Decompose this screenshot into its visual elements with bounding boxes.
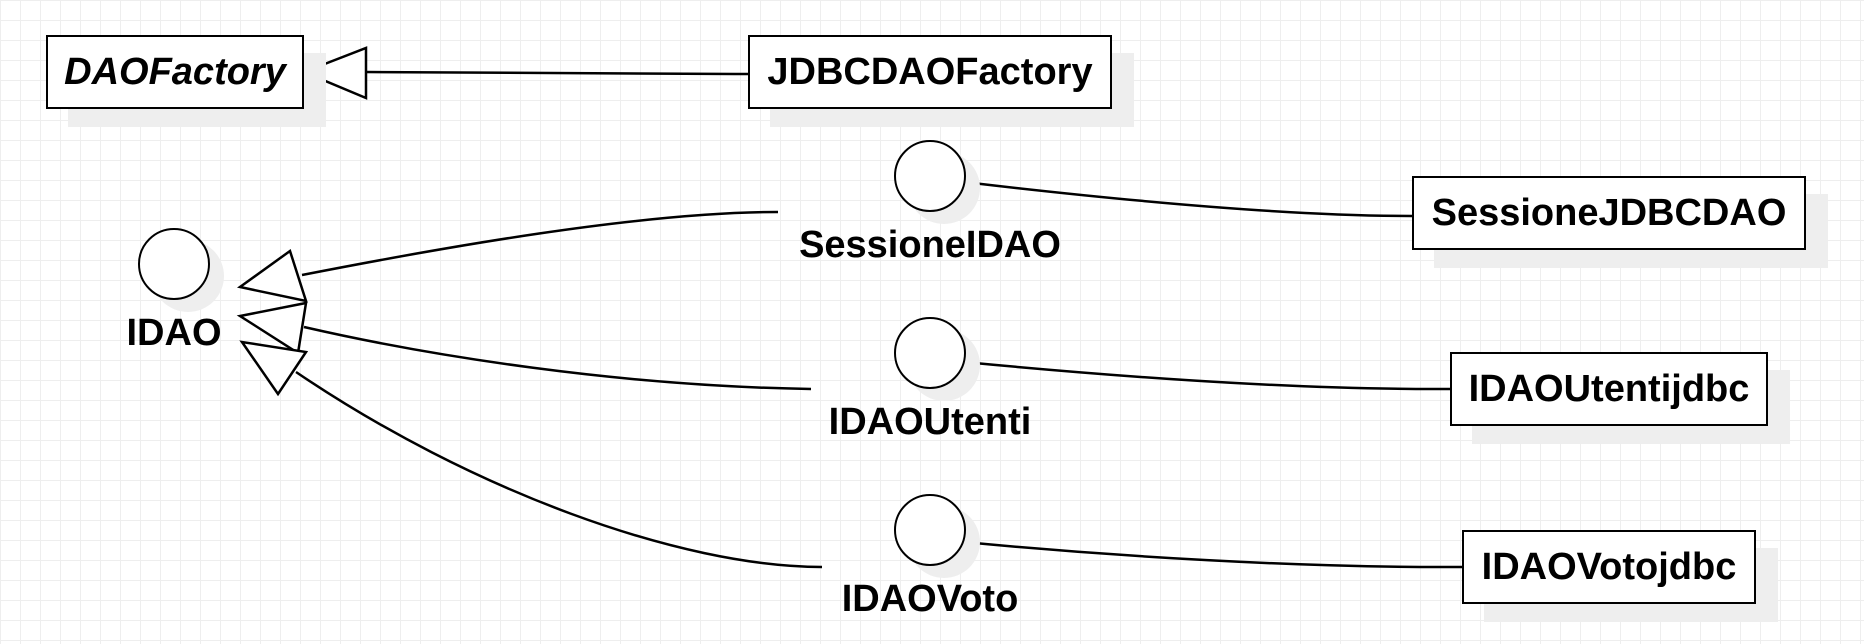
generalization-sessioneidao-idao — [236, 210, 779, 303]
class-idaoutentijdbc[interactable]: IDAOUtentijdbc — [1450, 352, 1768, 426]
generalization-idaoutenti-idao — [236, 301, 812, 391]
class-idaovotojdbc[interactable]: IDAOVotojdbc — [1462, 530, 1756, 604]
generalization-idaovoto-idao — [239, 340, 823, 569]
class-sessionejdbcdao[interactable]: SessioneJDBCDAO — [1412, 176, 1806, 250]
interface-sessioneidao-label: SessioneIDAO — [799, 224, 1061, 266]
interface-sessioneidao-circle[interactable] — [894, 140, 966, 212]
interface-idao-circle[interactable] — [138, 228, 210, 300]
realization-sessionejdbcdao-sessioneidao — [963, 180, 1413, 218]
generalization-jdbcdaofactory-daofactory — [300, 46, 749, 100]
interface-idaovoto-circle[interactable] — [894, 494, 966, 566]
interface-idao-label: IDAO — [126, 312, 222, 354]
interface-idaoutenti-circle[interactable] — [894, 317, 966, 389]
interface-idaovoto-label: IDAOVoto — [841, 578, 1019, 620]
realization-idaoutentijdbc-idaoutenti — [963, 360, 1451, 391]
class-jdbcdaofactory[interactable]: JDBCDAOFactory — [748, 35, 1112, 109]
interface-idaoutenti-label: IDAOUtenti — [828, 401, 1032, 443]
class-daofactory[interactable]: DAOFactory — [46, 35, 304, 109]
realization-idaovotojdbc-idaovoto — [963, 540, 1463, 569]
